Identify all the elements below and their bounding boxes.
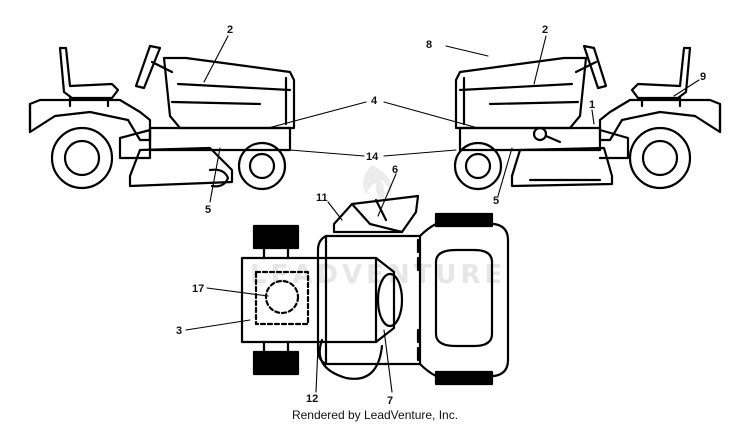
callout-9: 9 <box>700 71 706 83</box>
callout-4: 4 <box>371 95 378 107</box>
leader-lines <box>185 35 700 393</box>
callout-12: 12 <box>306 393 318 405</box>
callout-11: 11 <box>316 192 328 204</box>
callout-7: 7 <box>387 395 393 407</box>
svg-text:LEADVENTURE: LEADVENTURE <box>250 260 506 290</box>
callout-labels: 2 2 8 9 1 4 14 5 5 6 11 17 3 12 7 <box>176 24 706 407</box>
tractor-right-view <box>453 44 722 191</box>
callout-1: 1 <box>589 99 595 111</box>
callout-17: 17 <box>192 283 204 295</box>
callout-3: 3 <box>176 325 182 337</box>
callout-5-left: 5 <box>205 204 211 216</box>
credit-text: Rendered by LeadVenture, Inc. <box>291 408 459 422</box>
tractor-left-view <box>28 44 296 191</box>
callout-6: 6 <box>392 164 398 176</box>
callout-2-right: 2 <box>542 24 548 36</box>
callout-5-right: 5 <box>493 195 499 207</box>
callout-2-left: 2 <box>227 24 233 36</box>
callout-14: 14 <box>366 151 379 163</box>
callout-8: 8 <box>426 39 432 51</box>
tractor-top-view <box>240 194 510 386</box>
